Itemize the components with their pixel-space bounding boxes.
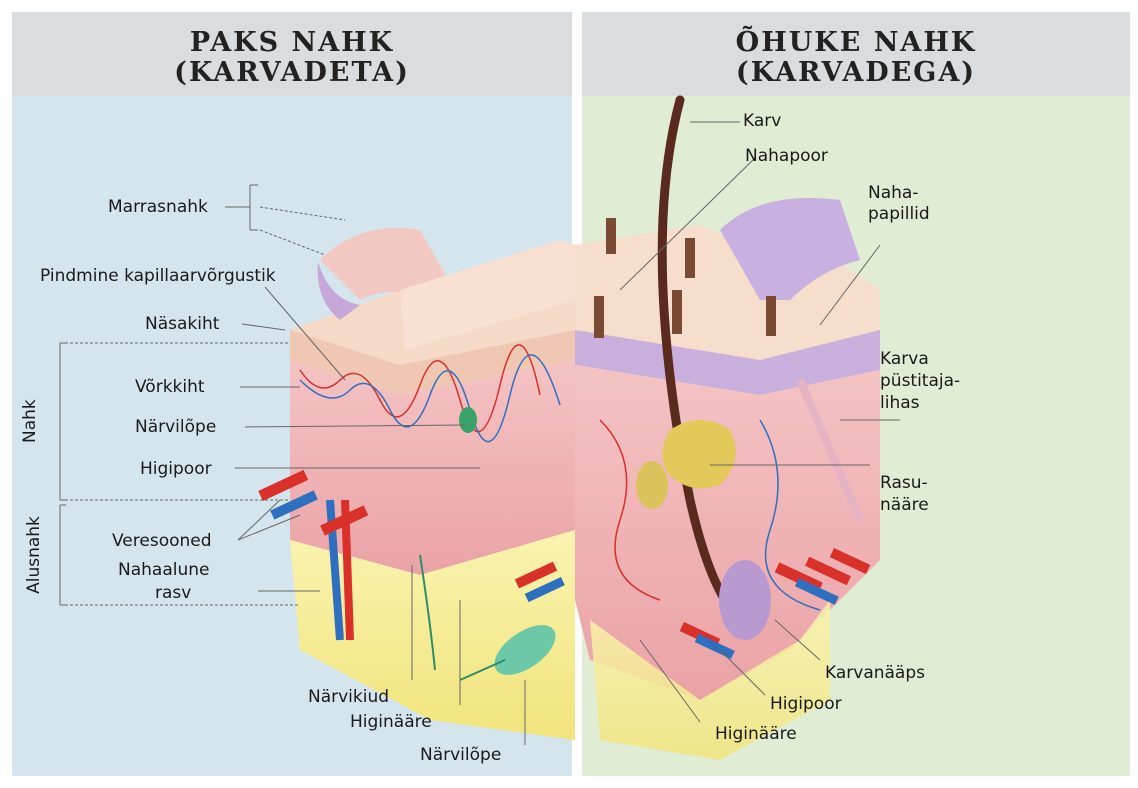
label-alusnahk: Alusnahk	[24, 515, 44, 595]
label-naha: Naha-	[868, 183, 918, 203]
label-papillid: papillid	[868, 204, 930, 224]
thin-skin-block	[575, 100, 880, 760]
label-rasv: rasv	[155, 583, 191, 603]
label-higinaare-right: Higinääre	[715, 724, 797, 744]
label-narvilope-bottom: Närvilõpe	[420, 745, 501, 765]
label-karvanaaps: Karvanääps	[825, 663, 925, 683]
nerve-ending-green	[459, 407, 477, 433]
label-marrasnahk: Marrasnahk	[108, 197, 208, 217]
label-rasu: Rasu-	[880, 473, 928, 493]
label-nahapoor: Nahapoor	[745, 146, 828, 166]
label-narvilope: Närvilõpe	[135, 417, 216, 437]
thick-skin-block	[258, 228, 575, 740]
label-nahk: Nahk	[20, 403, 40, 443]
hair-follicle	[719, 560, 771, 640]
label-pindmine-kapillaarvorgustik: Pindmine kapillaarvõrgustik	[40, 266, 276, 286]
label-nasakiht: Näsakiht	[145, 314, 219, 334]
short-hair-2	[685, 238, 695, 278]
label-higinaare: Higinääre	[350, 712, 432, 732]
label-veresooned: Veresooned	[112, 531, 212, 551]
label-nahaalune: Nahaalune	[118, 560, 209, 580]
label-naare: nääre	[880, 495, 929, 515]
label-higipoor-right: Higipoor	[770, 694, 842, 714]
sebaceous-gland	[663, 420, 736, 488]
label-higipoor: Higipoor	[140, 459, 212, 479]
label-lihas: lihas	[880, 393, 920, 413]
sebaceous-gland-small	[636, 461, 668, 509]
short-hair-1	[606, 218, 616, 254]
label-pustitaja: püstitaja-	[880, 371, 960, 391]
label-karv: Karv	[743, 111, 781, 131]
label-karva: Karva	[880, 349, 929, 369]
label-narvikiud: Närvikiud	[308, 687, 389, 707]
short-hair-5	[766, 296, 776, 336]
short-hair-3	[594, 296, 604, 338]
label-vorkkiht: Võrkkiht	[135, 377, 205, 397]
short-hair-4	[672, 290, 682, 334]
